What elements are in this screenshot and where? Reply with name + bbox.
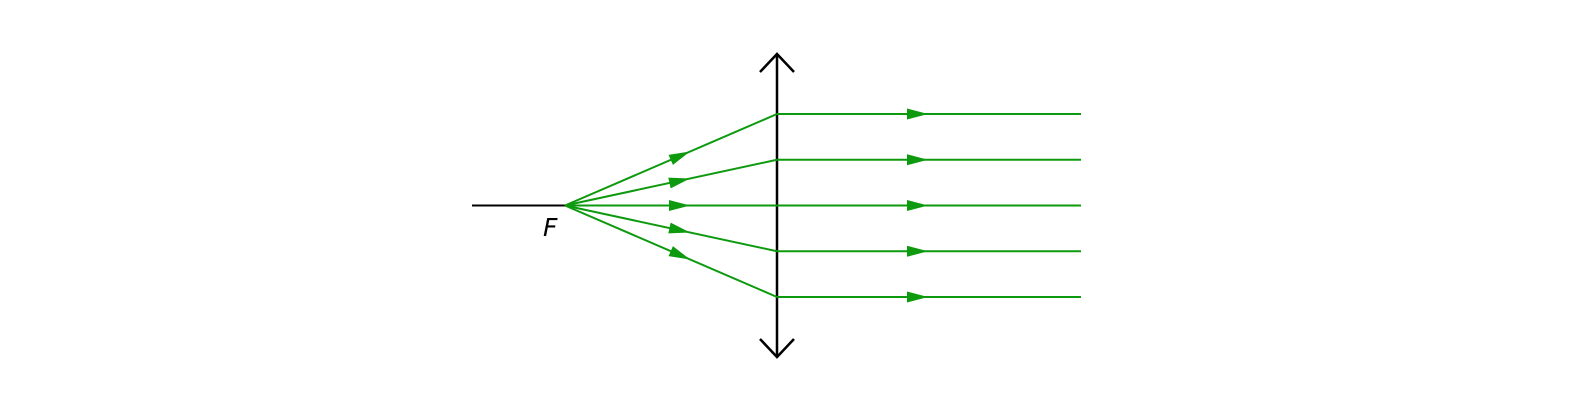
ray-incident-arrowhead-1 <box>668 151 690 165</box>
ray-refracted-arrowhead-2 <box>907 154 928 166</box>
ray-refracted-arrowhead-5 <box>907 291 928 303</box>
ray-incident-arrowhead-5 <box>668 246 690 260</box>
lens-bottom-arrowhead <box>759 338 795 359</box>
ray-refracted-arrowhead-1 <box>907 108 928 120</box>
ray-incident-arrowhead-2 <box>668 177 690 189</box>
focus-label: F <box>543 213 558 242</box>
ray-incident-arrowhead-4 <box>668 222 690 234</box>
lens-top-arrowhead <box>759 52 795 73</box>
ray-incident-arrowhead-3 <box>669 200 690 211</box>
ray-refracted-arrowhead-3 <box>907 200 928 211</box>
light-rays <box>564 108 1081 303</box>
ray-refracted-arrowhead-4 <box>907 245 928 257</box>
